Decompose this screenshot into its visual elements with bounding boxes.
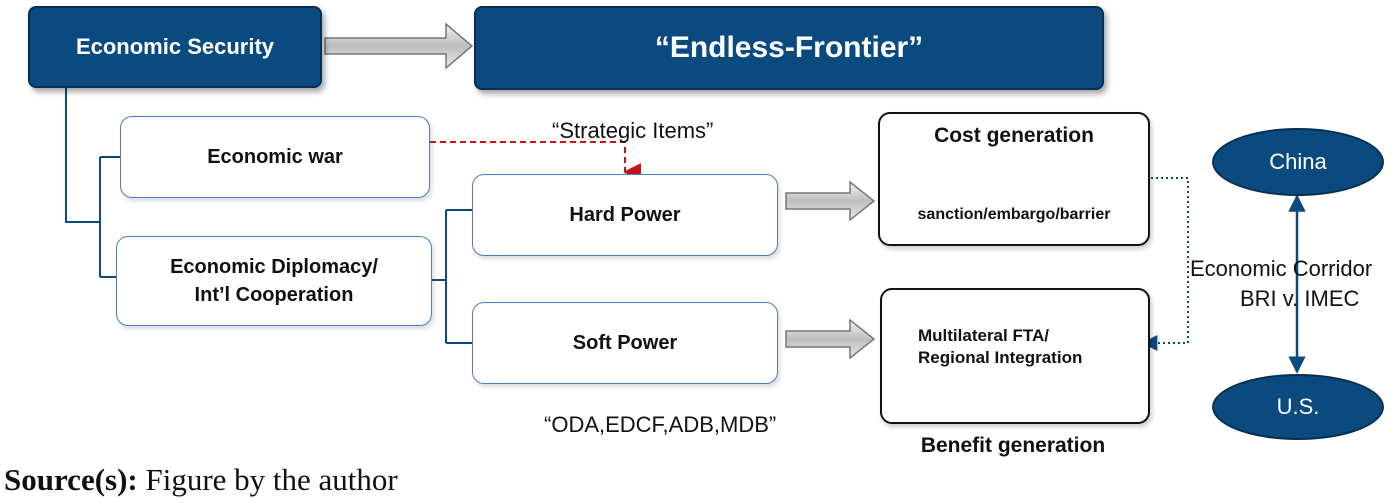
fat-arrow-security-frontier [324,22,474,70]
endless-frontier-box: “Endless-Frontier” [474,6,1104,90]
economic-war-box: Economic war [120,116,430,198]
economic-security-label: Economic Security [75,34,275,59]
diplomacy-tree-connector [432,209,472,344]
corridor-label-line2: BRI v. IMEC [1240,286,1360,311]
diagram-canvas: Economic Security “Endless-Frontier” Eco… [28,6,1384,457]
connector-layer [65,22,1306,374]
china-label: China [1269,149,1327,174]
aid-instruments-label: “ODA,EDCF,ADB,MDB” [544,412,777,437]
economic-diplomacy-box: Economic Diplomacy/ Int’l Cooperation [116,236,432,326]
benefit-generation-box: Multilateral FTA/ Regional Integration [880,288,1150,424]
hard-power-label: Hard Power [569,204,681,226]
source-caption: Source(s): Figure by the author [4,462,398,498]
us-label: U.S. [1276,394,1320,419]
china-node: China [1212,128,1384,196]
endless-frontier-label: “Endless-Frontier” [654,31,924,64]
strategic-items-label: “Strategic Items” [552,118,714,143]
economic-diplomacy-label-line2: Int’l Cooperation [194,284,354,306]
benefit-detail-line2: Regional Integration [918,348,1083,367]
economic-war-label: Economic war [207,146,343,168]
cost-generation-title: Cost generation [934,124,1094,147]
economic-security-box: Economic Security [28,6,322,88]
soft-power-box: Soft Power [472,302,778,384]
cost-generation-detail: sanction/embargo/barrier [917,206,1111,223]
fat-arrow-soft-benefit [785,318,876,360]
security-tree-connector [65,86,120,278]
corridor-label-line1: Economic Corridor [1190,256,1373,281]
soft-power-label: Soft Power [572,332,678,354]
benefit-detail-line1: Multilateral FTA/ [918,326,1049,345]
cost-generation-box: Cost generation sanction/embargo/barrier [878,112,1150,246]
source-text: Figure by the author [137,462,398,497]
benefit-generation-title: Benefit generation [920,434,1106,457]
source-prefix: Source(s): [4,462,138,497]
strategic-items-dashed-arrow [430,141,642,181]
us-node: U.S. [1212,374,1384,440]
fat-arrow-hard-cost [785,180,876,222]
hard-power-box: Hard Power [472,174,778,256]
cost-benefit-dotted-link [1141,177,1189,351]
economic-diplomacy-label-line1: Economic Diplomacy/ [170,256,378,278]
